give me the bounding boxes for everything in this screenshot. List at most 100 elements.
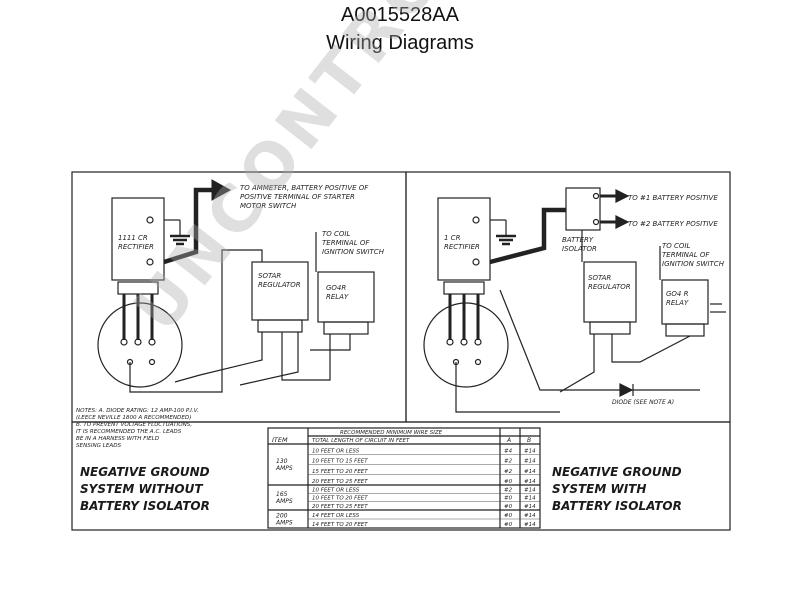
table-a-cell: #2: [504, 459, 513, 465]
left-rect-neg-terminal: [146, 216, 154, 224]
table-b-cell: #14: [524, 496, 536, 502]
table-length-cell: 10 FEET TO 20 FEET: [312, 496, 368, 502]
left-bplus-wire: [163, 187, 212, 265]
left-rect-pos-terminal: [146, 258, 154, 266]
left-alternator: [97, 302, 183, 388]
table-b-cell: #14: [524, 487, 536, 493]
l-cap-line: BATTERY ISOLATOR: [80, 499, 210, 513]
right-battery2-note: TO #2 BATTERY POSITIVE: [628, 220, 718, 228]
l-relay-line: GO4R: [326, 284, 346, 292]
l-notes-line: B. TO PREVENT VOLTAGE FLUCTUATIONS,: [76, 422, 192, 428]
table-b-cell: #14: [524, 459, 536, 465]
right-regulator-box: [583, 261, 637, 323]
r-rect-line: 1 CR: [444, 234, 461, 242]
r-coil-line: TERMINAL OF: [662, 251, 710, 259]
l-coil-line: TERMINAL OF: [322, 239, 370, 247]
table-length-cell: 20 FEET TO 25 FEET: [312, 504, 368, 510]
table-b-cell: #14: [524, 448, 536, 454]
table-col-a: A: [506, 437, 511, 444]
table-a-cell: #0: [504, 522, 513, 528]
table-a-cell: #0: [504, 504, 513, 510]
left-rectifier-box: [111, 197, 165, 281]
right-diode-note: DIODE (SEE NOTE A): [612, 399, 674, 406]
table-length-cell: 14 FEET OR LESS: [312, 513, 360, 519]
r-coil-line: IGNITION SWITCH: [662, 260, 725, 268]
table-length-cell: 14 FEET TO 20 FEET: [312, 522, 368, 528]
l-amm-line: TO AMMETER, BATTERY POSITIVE OF: [240, 184, 369, 192]
l-notes-line: IT IS RECOMMENDED THE A.C. LEADS: [76, 429, 182, 435]
l-reg-line: REGULATOR: [258, 281, 301, 289]
l-cap-line: SYSTEM WITHOUT: [80, 482, 203, 496]
l-coil-line: TO COIL: [322, 230, 350, 238]
l-notes-line: (LEECE NEVILLE 1800 A RECOMMENDED): [76, 415, 191, 421]
table-a-cell: #2: [504, 469, 513, 475]
r-reg-line: SOTAR: [588, 274, 611, 282]
table-b-cell: #14: [524, 469, 536, 475]
table-col-item: ITEM: [272, 436, 288, 444]
r-relay-line: GO4 R: [666, 290, 689, 298]
left-regulator-box: [251, 261, 309, 321]
document-subtitle: Wiring Diagrams: [326, 32, 474, 54]
table-col-b: B: [527, 437, 531, 444]
l-notes-line: NOTES: A. DIODE RATING: 12 AMP-100 P.I.V…: [76, 408, 199, 414]
r-coil-line: TO COIL: [662, 242, 690, 250]
right-bplus-wire: [489, 207, 566, 265]
table-length-cell: 10 FEET OR LESS: [312, 448, 360, 454]
l-reg-line: SOTAR: [258, 272, 281, 280]
right-rectifier-box: [437, 197, 491, 281]
l-cap-line: NEGATIVE GROUND: [80, 465, 210, 479]
r-rect-line: RECTIFIER: [444, 243, 480, 251]
l-relay-line: RELAY: [326, 293, 349, 301]
bottom-frame: [71, 421, 731, 531]
table-top-header: RECOMMENDED MINIMUM WIRE SIZE: [340, 430, 443, 436]
right-battery1-note: TO #1 BATTERY POSITIVE: [628, 194, 718, 202]
table-length-cell: 10 FEET TO 15 FEET: [312, 459, 368, 465]
left-caption: NEGATIVE GROUND SYSTEM WITHOUT BATTERY ISO…: [80, 465, 210, 513]
table-b-cell: #14: [524, 522, 536, 528]
table-a-cell: #4: [504, 448, 513, 454]
r-iso-line: ISOLATOR: [562, 245, 597, 253]
table-length-cell: 15 FEET TO 20 FEET: [312, 469, 368, 475]
table-b-cell: #14: [524, 504, 536, 510]
left-notes-text: NOTES: A. DIODE RATING: 12 AMP-100 P.I.V…: [76, 408, 199, 449]
left-rect-terminal-strip: [117, 281, 159, 295]
table-a-cell: #0: [504, 496, 513, 502]
l-notes-line: SENSING LEADS: [76, 443, 122, 449]
l-amm-line: POSITIVE TERMINAL OF STARTER: [240, 193, 355, 201]
document-id: A0015528AA: [341, 4, 459, 26]
table-a-cell: #0: [504, 479, 513, 485]
table-b-cell: #14: [524, 479, 536, 485]
l-rect-line: 1111 CR: [118, 234, 148, 242]
table-col-length: TOTAL LENGTH OF CIRCUIT IN FEET: [312, 438, 410, 444]
l-rect-line: RECTIFIER: [118, 243, 154, 251]
wire-size-table: [267, 427, 541, 529]
l-notes-line: BE IN A HARNESS WITH FIELD: [76, 436, 160, 442]
left-ammeter-arrow: [211, 179, 232, 201]
r-cap-line: SYSTEM WITH: [552, 482, 646, 496]
table-a-cell: #2: [504, 487, 513, 493]
table-length-cell: 20 FEET TO 25 FEET: [312, 479, 368, 485]
l-amm-line: MOTOR SWITCH: [240, 202, 297, 210]
r-iso-line: BATTERY: [562, 236, 594, 244]
right-alternator: [423, 302, 509, 388]
l-coil-line: IGNITION SWITCH: [322, 248, 385, 256]
r-relay-line: RELAY: [666, 299, 689, 307]
r-cap-line: NEGATIVE GROUND: [552, 465, 682, 479]
table-a-cell: #0: [504, 513, 513, 519]
table-length-cell: 10 FEET OR LESS: [312, 487, 360, 493]
